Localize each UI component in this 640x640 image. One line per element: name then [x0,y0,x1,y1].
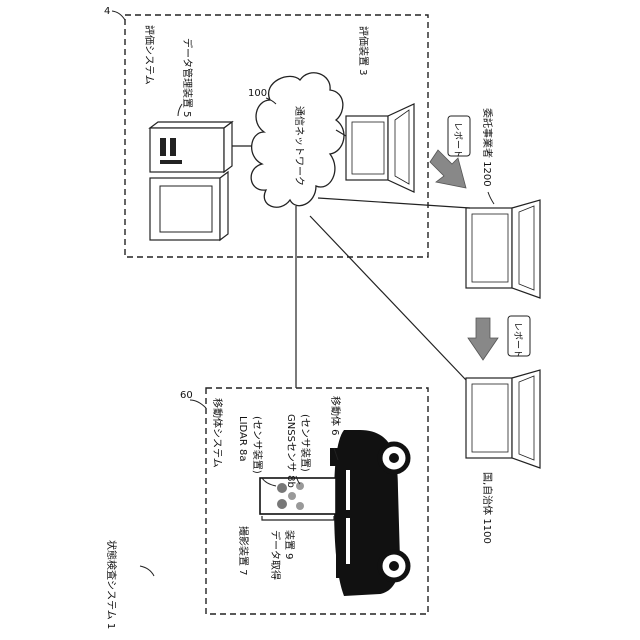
evaluation-system-title: 評価システム [143,25,156,85]
mobile-system-ref: 60 [180,390,193,401]
system-leader [140,566,154,576]
gnss-label: GNSSセンサ 8b [285,414,297,488]
evaluation-device-icon [346,104,414,192]
evaluation-device-label: 評価装置 3 [357,26,370,76]
report-label-bottom: レポート [512,322,523,358]
government-laptop-icon [466,370,540,468]
evaluation-system-leader [112,11,125,20]
vehicle-label: 移動体 6 [329,396,342,436]
mobile-system-title: 移動体システム [211,398,224,468]
contractor-label: 委託事業者 1200 [481,108,494,187]
gnss-sub-label: (センサ装置) [299,414,312,472]
system-label: 状態検査システム 1 [105,540,118,629]
evaluation-system-ref: 4 [104,6,110,17]
camera-label: 撮影装置 7 [237,526,250,576]
link-network-government [310,216,466,380]
data-acquisition-bracket [262,516,334,520]
network-label: 通信ネットワーク [293,106,305,186]
lidar-sub-label: (センサ装置) [251,416,264,474]
sensor-unit-icon [260,478,336,514]
contractor-laptop-icon [466,200,540,298]
mobile-system-leader [190,400,206,408]
report-arrow-bottom [468,318,498,360]
government-label: 国,自治体 1100 [481,472,494,544]
report-label-top: レポート [452,122,463,158]
lidar-label: LIDAR 8a [237,416,248,462]
data-acquisition-label-1: データ取得 [269,530,282,580]
data-acquisition-label-2: 装置 9 [283,530,296,560]
contractor-leader [488,192,494,204]
link-network-contractor [318,198,470,208]
network-ref: 100 [248,88,267,99]
data-manager-icon [150,122,232,240]
vehicle-icon [330,430,408,596]
data-manager-label: データ管理装置 5 [181,38,194,118]
